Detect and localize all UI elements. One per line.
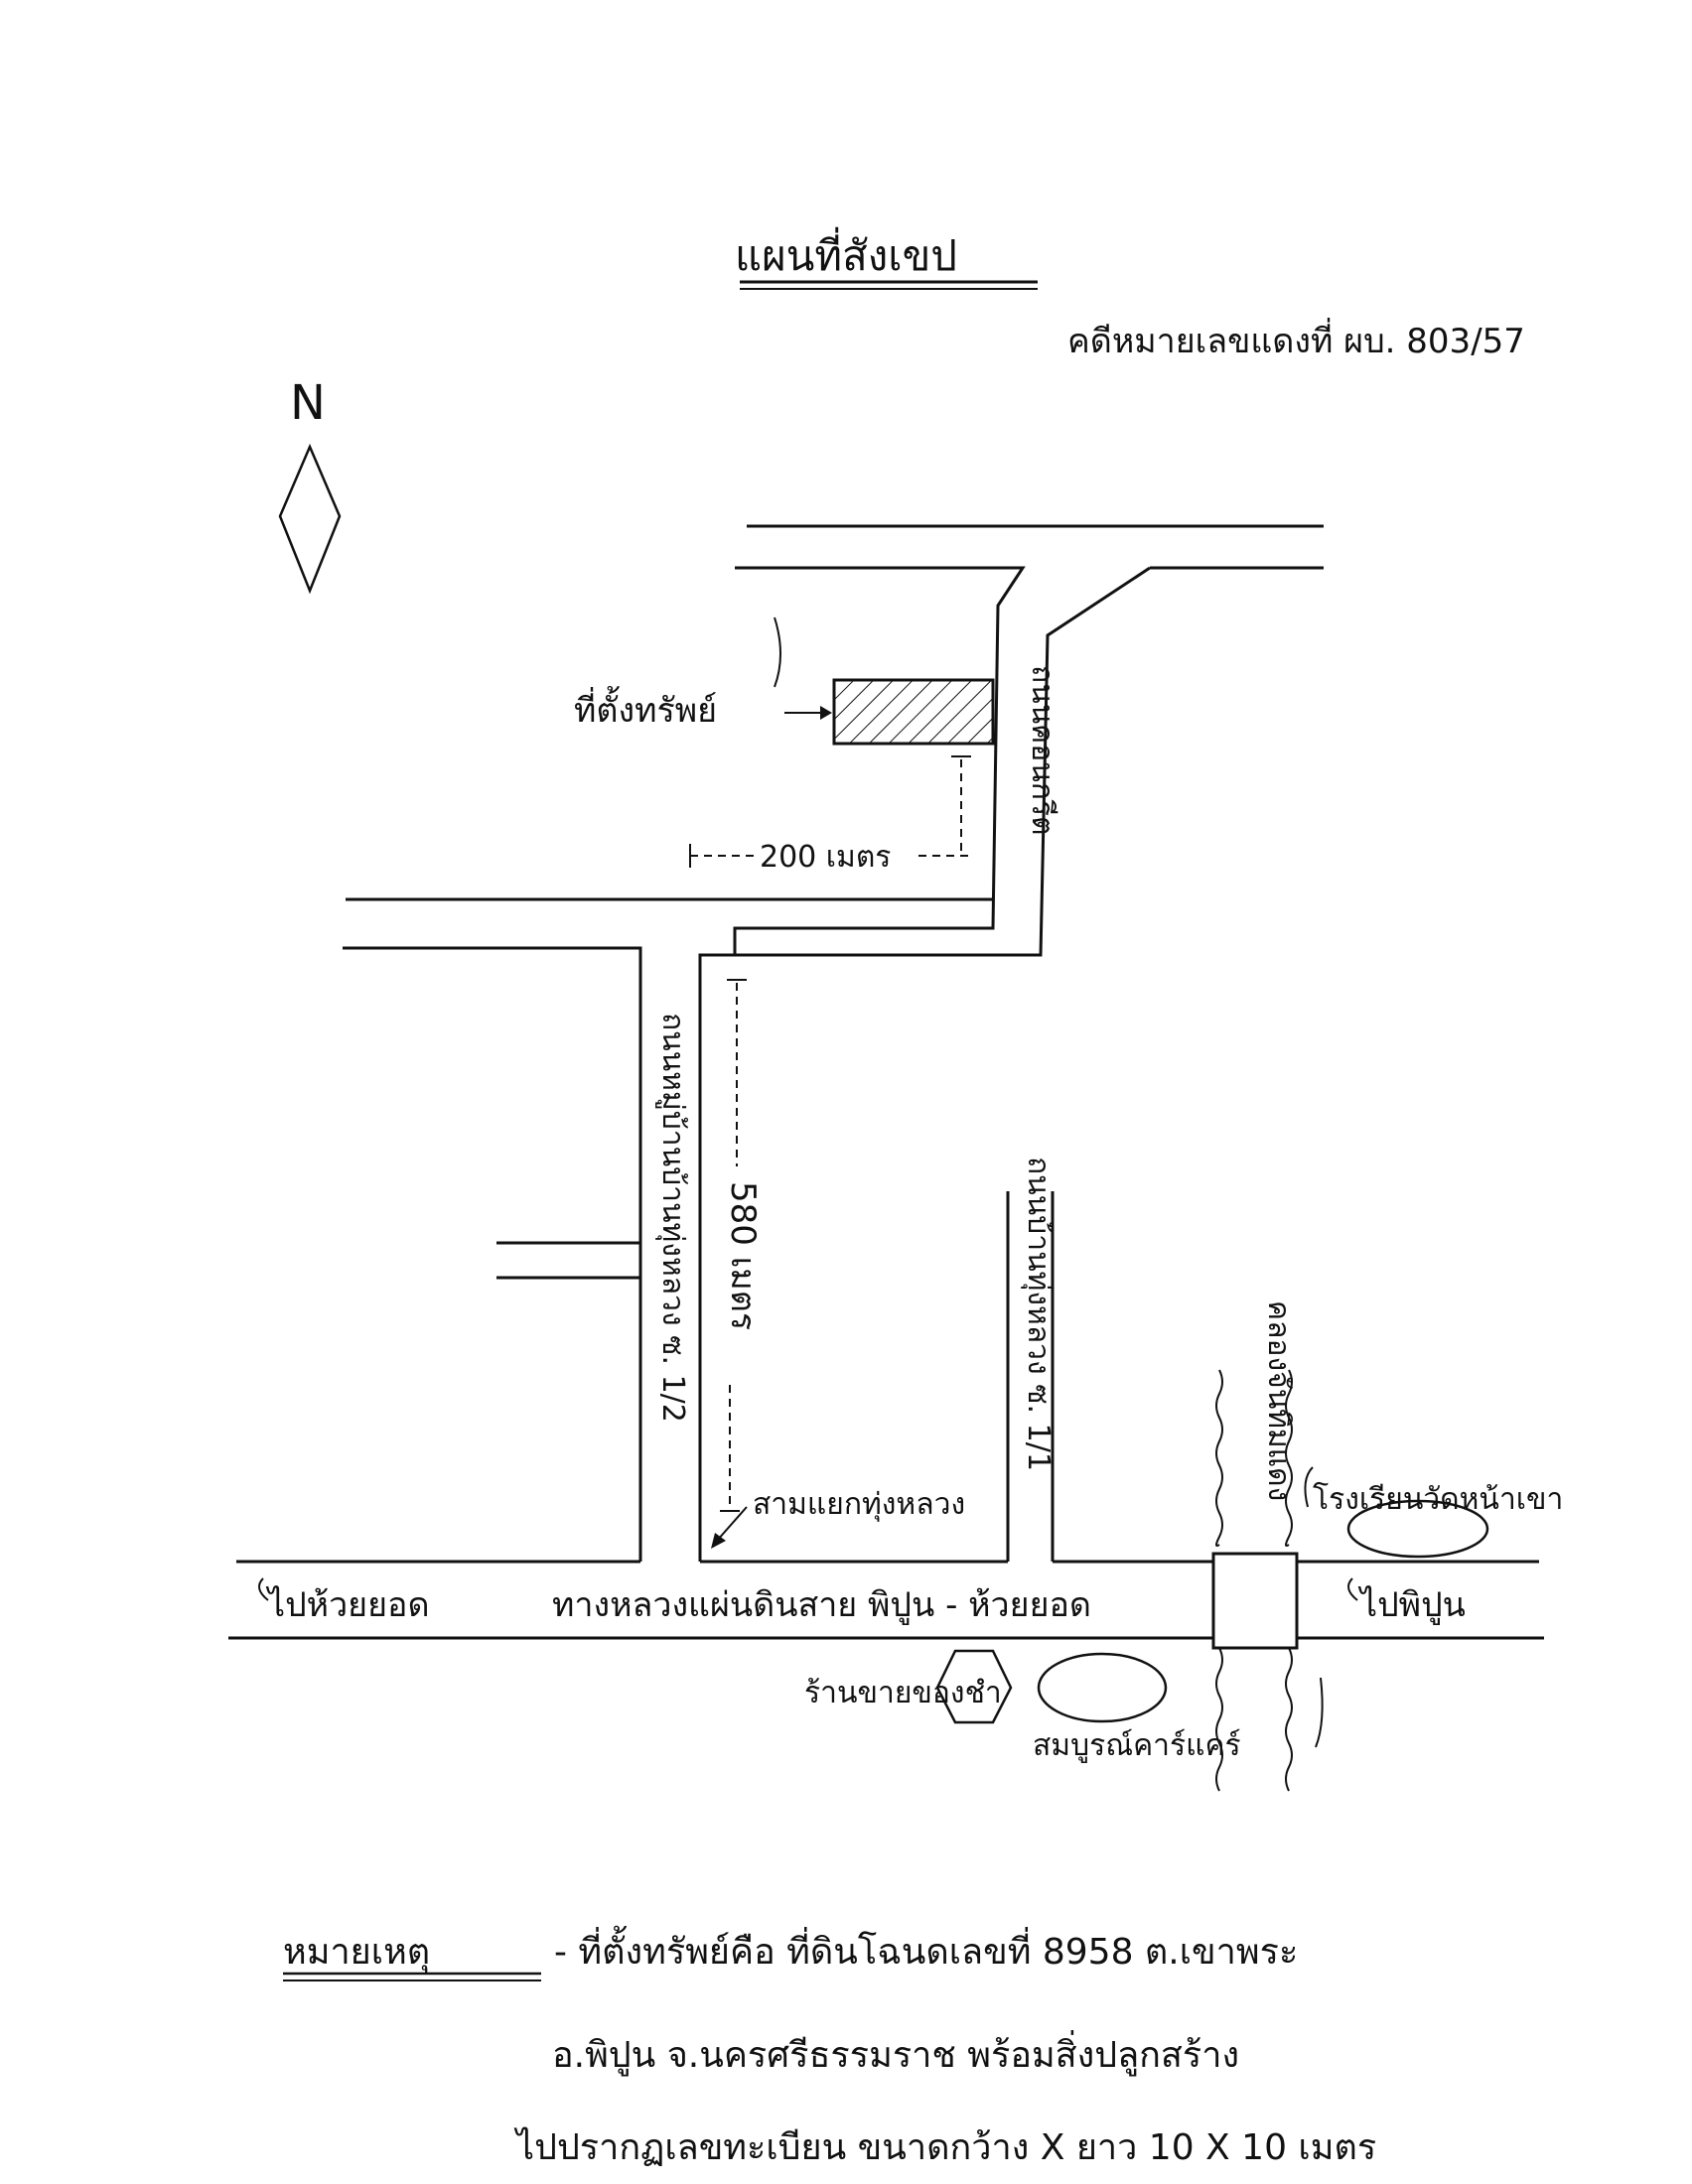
canal-lines xyxy=(1215,1369,1293,1792)
top-road-outer xyxy=(698,566,1324,1562)
car-care-landmark-icon xyxy=(1037,1652,1168,1723)
direction-tick xyxy=(1347,1577,1358,1601)
shop-label: ร้านขายของชำ xyxy=(804,1676,1002,1710)
to-huai-yot-label: ไปห้วยยอด xyxy=(265,1585,430,1625)
junction-arrow-icon xyxy=(716,1506,748,1542)
right-soi-road xyxy=(1006,1191,1055,1562)
distance-580-label: 580 เมตร xyxy=(723,1181,763,1330)
shop-landmark-icon xyxy=(935,1649,1013,1724)
note-heading: หมายเหตุ xyxy=(283,1932,430,1974)
to-phipun-label: ไปพิปูน xyxy=(1357,1585,1466,1625)
school-landmark-icon xyxy=(1346,1499,1489,1559)
case-number: คดีหมายเลขแดงที่ ผบ. 803/57 xyxy=(1067,318,1525,361)
car-care-label: สมบูรณ์คาร์แคร์ xyxy=(1033,1728,1241,1763)
note-line-1: - ที่ตั้งทรัพย์คือ ที่ดินโฉนดเลขที่ 8958… xyxy=(554,1925,1298,1973)
property-pointer-curve xyxy=(774,616,781,688)
property-arrowhead-icon xyxy=(820,706,832,720)
canal-label: คลองจันทิมแดง xyxy=(1261,1300,1296,1501)
highway-label: ทางหลวงแผ่นดินสาย พิปูน - ห้วยยอด xyxy=(552,1585,1091,1625)
map-title: แผนที่สังเขป xyxy=(735,227,957,280)
note-line-3: ไปปรากฏเลขทะเบียน ขนาดกว้าง X ยาว 10 X 1… xyxy=(513,2126,1376,2168)
north-arrow-icon xyxy=(278,443,342,595)
school-label: โรงเรียนวัดหน้าเขา xyxy=(1313,1481,1563,1517)
top-road xyxy=(733,524,1324,955)
left-top-road xyxy=(343,897,993,1562)
car-care-pointer xyxy=(1315,1677,1324,1748)
distance-200-dimension xyxy=(690,759,968,857)
distance-200-label: 200 เมตร xyxy=(760,840,891,875)
road-left-label: ถนนหมู่บ้านบ้านทุ่งหลวง ซ. 1/2 xyxy=(654,1013,690,1423)
road-top-right-label: ถนนคอนกรีต xyxy=(1025,665,1059,836)
note-line-2: อ.พิปูน จ.นครศรีธรรมราช พร้อมสิ่งปลูกสร้… xyxy=(552,2030,1239,2077)
bridge-box xyxy=(1211,1552,1299,1650)
north-label: N xyxy=(290,375,326,431)
property-location-label: ที่ตั้งทรัพย์ xyxy=(574,686,717,731)
junction-arrowhead-icon xyxy=(711,1533,726,1549)
junction-label: สามแยกทุ่งหลวง xyxy=(753,1487,965,1523)
distance-580-dimension xyxy=(729,983,738,1509)
side-road-left xyxy=(496,1241,640,1280)
road-right-label: ถนนบ้านทุ่งหลวง ซ. 1/1 xyxy=(1020,1157,1056,1471)
direction-tick xyxy=(258,1577,269,1601)
school-pointer xyxy=(1304,1466,1314,1508)
property-marker xyxy=(832,678,995,746)
